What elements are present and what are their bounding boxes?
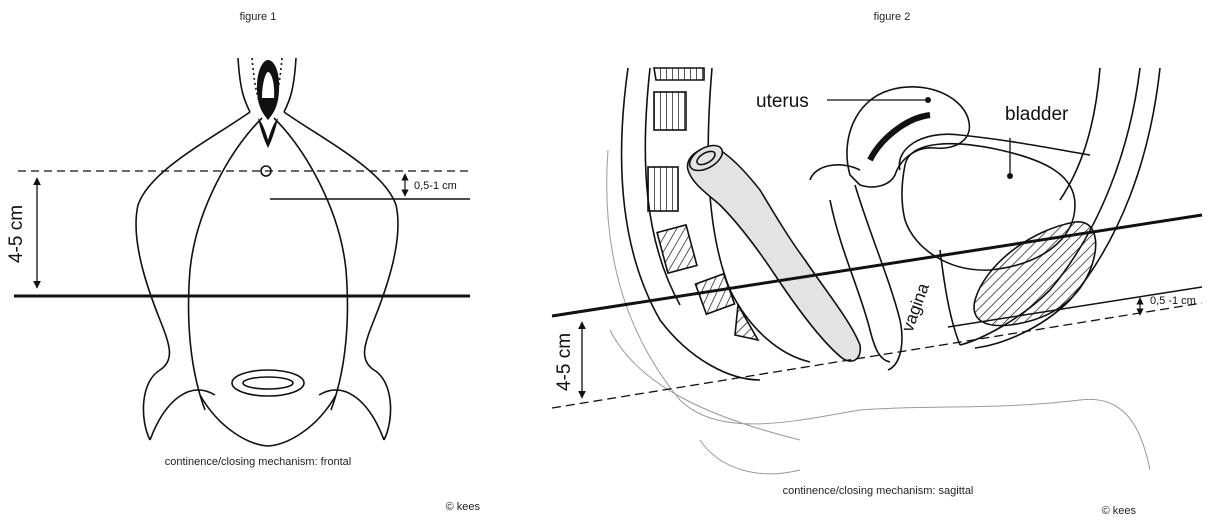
figure-1-title: figure 1 [240,11,277,23]
figure-2: figure 2 [552,11,1202,517]
uterus-label: uterus [756,91,809,112]
vagina-label: vagina [898,280,933,334]
sagittal-anatomy-drawing [607,68,1160,474]
small-dimension-label: 0,5-1 cm [414,180,457,192]
large-dimension-label-sagittal: 4-5 cm [554,333,575,391]
figure-2-caption: continence/closing mechanism: sagittal [783,485,974,497]
small-dimension-label-sagittal: 0,5 -1 cm [1150,295,1196,307]
figure-1-copyright: © kees [446,501,481,513]
pelvic-floor-line-sagittal [552,215,1202,316]
bladder-label: bladder [1005,104,1069,125]
large-dimension-label: 4-5 cm [6,205,27,263]
figure-1-caption: continence/closing mechanism: frontal [165,456,351,468]
frontal-anatomy-drawing [136,58,398,446]
figure-2-copyright: © kees [1102,505,1137,517]
figure-2-title: figure 2 [874,11,911,23]
figure-1: figure 1 [6,11,480,513]
